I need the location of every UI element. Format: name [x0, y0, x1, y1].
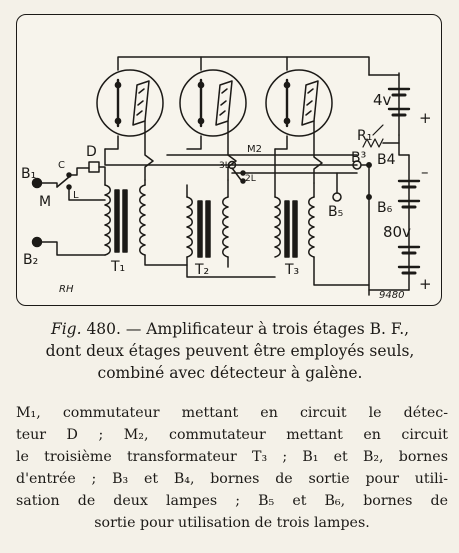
label-b3: B³	[351, 150, 367, 166]
legend-line: teur D ; M₂, commutateur mettant en circ…	[16, 427, 448, 443]
caption-line-1-text: 480. — Amplificateur à trois étages B. F…	[86, 320, 410, 338]
label-m2: M2	[247, 144, 262, 155]
caption-line-2: dont deux étages peuvent être employés s…	[45, 342, 415, 360]
label-b6: B₆	[377, 200, 393, 216]
label-t1: T₁	[111, 259, 126, 275]
lamp-1	[96, 69, 164, 137]
label-b4: B4	[377, 152, 396, 168]
legend-line: le troisième transformateur T₃ ; B₁ et B…	[16, 449, 448, 465]
caption-fig-label: Fig.	[50, 320, 82, 338]
label-b2: B₂	[23, 252, 39, 268]
label-b1: B₁	[21, 166, 37, 182]
label-minus-mid: –	[421, 163, 429, 181]
lamp-3	[265, 69, 333, 137]
label-2l: 2L	[245, 174, 256, 184]
label-t3: T₃	[285, 262, 300, 278]
legend-line: sation de deux lampes ; B₅ et B₆, bornes…	[16, 493, 448, 509]
amplifier-schematic	[31, 56, 421, 296]
transformer-t3	[274, 148, 370, 286]
label-80v: 80v	[383, 223, 411, 241]
legend-line: sortie pour utilisation de trois lampes.	[94, 515, 370, 531]
legend-line: M₁, commutateur mettant en circuit le dé…	[16, 405, 448, 421]
caption-line-1: Fig. 480. — Amplificateur à trois étages…	[16, 318, 444, 340]
label-3l: 3L	[219, 161, 230, 171]
figure-legend: M₁, commutateur mettant en circuit le dé…	[16, 402, 448, 534]
transformer-t1	[104, 179, 188, 266]
label-d: D	[86, 144, 97, 160]
transformer-t2	[186, 179, 276, 278]
label-plus-top: +	[419, 109, 432, 127]
lamp-2	[179, 69, 247, 137]
label-c: C	[58, 160, 65, 171]
label-m: M	[39, 194, 52, 210]
label-plus-bottom: +	[419, 275, 432, 293]
label-4v: 4v	[373, 91, 392, 109]
schematic-frame: B₁ B₂ C D M L T₁ T₂ T₃ M2 3L 2L R₁ B³ B4…	[16, 14, 442, 306]
figure-caption: Fig. 480. — Amplificateur à trois étages…	[16, 318, 444, 384]
label-l: L	[73, 190, 79, 201]
label-b5: B₅	[328, 204, 344, 220]
label-r1: R₁	[357, 128, 373, 144]
caption-line-3: combiné avec détecteur à galène.	[97, 364, 363, 382]
legend-line: d'entrée ; B₃ et B₄, bornes de sortie po…	[16, 471, 448, 487]
label-figure-number: 9480	[379, 290, 405, 301]
label-t2: T₂	[195, 262, 210, 278]
label-initials: RH	[59, 284, 74, 295]
